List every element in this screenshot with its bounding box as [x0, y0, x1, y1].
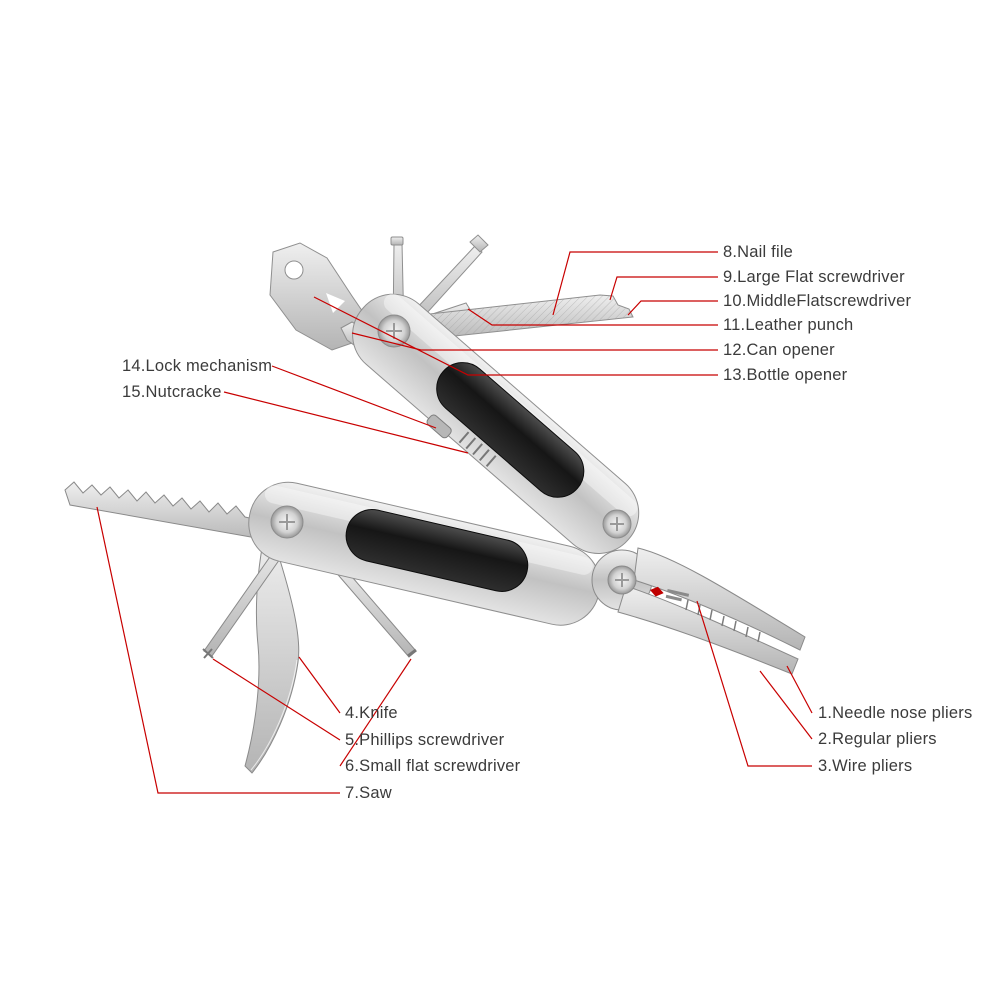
lower-handle-inlay [345, 508, 529, 592]
upper-pivot-screw-slot [386, 323, 402, 339]
wire-cutter-serrations [685, 599, 761, 643]
leader-line-lock-mechanism [271, 365, 437, 429]
leader-lines [96, 251, 813, 794]
nutcracker [458, 431, 497, 467]
lower-tools [64, 481, 417, 774]
label-wire-pliers: 3.Wire pliers [818, 757, 913, 775]
leader-line-large-flat-screwdriver [609, 276, 718, 301]
brand-logo [650, 586, 690, 602]
label-lock-mechanism: 14.Lock mechanism [122, 357, 273, 375]
leader-line-nail-file [552, 251, 718, 316]
upper-handle-inlay [436, 362, 585, 498]
leader-line-saw [96, 506, 340, 794]
phillips-tip [202, 648, 214, 659]
label-regular-pliers: 2.Regular pliers [818, 730, 937, 748]
flat-screwdriver-middle-tip [390, 236, 404, 246]
knife [244, 534, 300, 774]
leader-line-middle-flat-screwdriver [627, 300, 718, 316]
lower-handle [248, 481, 601, 626]
pliers-pivot-screw-slot [615, 573, 629, 587]
upper-handle-end-screw-slot [610, 517, 624, 531]
leader-line-small-flat-screwdriver [339, 658, 412, 767]
leader-line-phillips-screwdriver [212, 658, 341, 741]
leader-line-knife [298, 656, 341, 714]
bottle-opener-hole [284, 260, 304, 280]
label-phillips-screwdriver: 5.Phillips screwdriver [345, 731, 505, 749]
label-saw: 7.Saw [345, 784, 392, 802]
nail-file-texture [394, 295, 633, 342]
label-knife: 4.Knife [345, 704, 398, 722]
label-middle-flat-screwdriver: 10.MiddleFlatscrewdriver [723, 292, 912, 310]
leader-line-leather-punch [467, 308, 718, 326]
label-bottle-opener: 13.Bottle opener [723, 366, 848, 384]
needle-nose-jaw-lower [617, 585, 799, 675]
lock-mechanism [426, 414, 452, 439]
knife-edge-highlight [250, 659, 298, 771]
small-flat-tip [407, 648, 417, 658]
leader-line-needle-nose-pliers [786, 665, 813, 714]
leader-line-bottle-opener [313, 296, 718, 376]
leader-line-wire-pliers [696, 600, 812, 767]
label-nutcracker: 15.Nutcracke [122, 383, 222, 401]
leader-line-regular-pliers [759, 670, 813, 740]
saw [64, 481, 294, 545]
bottle-opener-notch [326, 293, 345, 313]
lower-pivot-screw-slot [279, 514, 295, 530]
label-leather-punch: 11.Leather punch [723, 316, 854, 334]
leader-line-can-opener [351, 332, 718, 351]
label-nail-file: 8.Nail file [723, 243, 794, 261]
label-large-flat-screwdriver: 9.Large Flat screwdriver [723, 268, 905, 286]
flat-screwdriver-large-tip [469, 234, 489, 253]
leader-line-nutcracker [223, 391, 469, 454]
pliers [591, 547, 806, 675]
label-can-opener: 12.Can opener [723, 341, 835, 359]
label-needle-nose-pliers: 1.Needle nose pliers [818, 704, 973, 722]
label-small-flat-screwdriver: 6.Small flat screwdriver [345, 757, 521, 775]
